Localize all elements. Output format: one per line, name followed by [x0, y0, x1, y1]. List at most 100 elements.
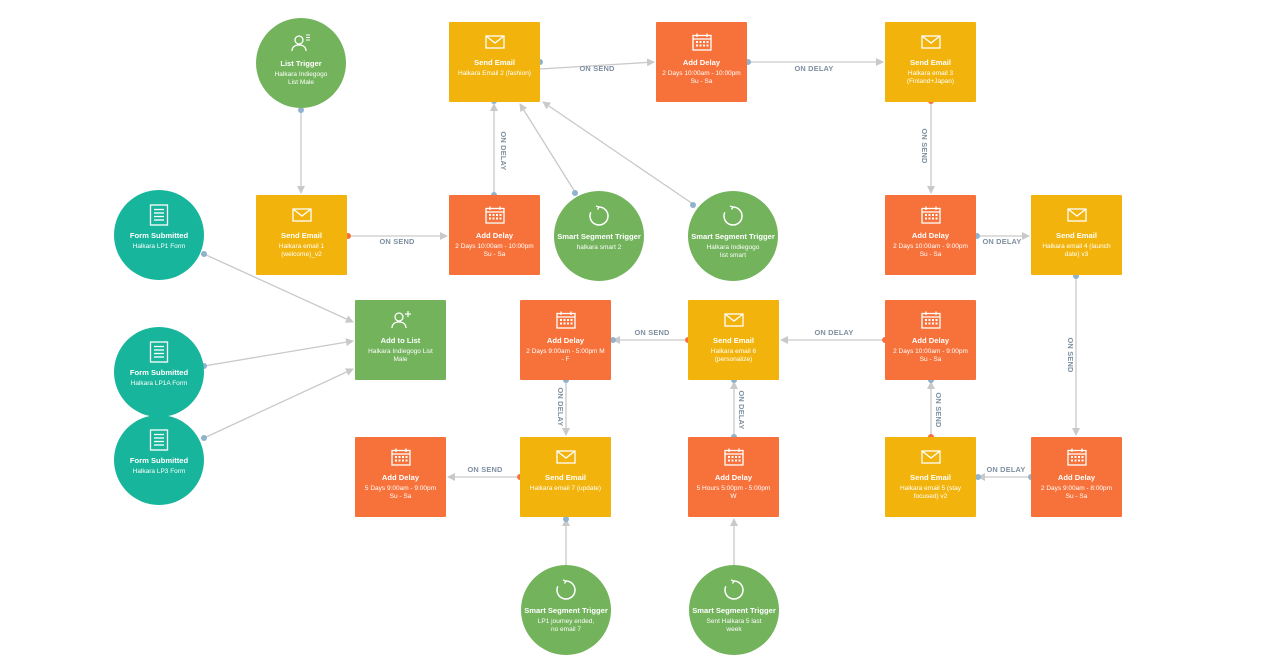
refresh-icon [722, 579, 746, 601]
connector-arrow [519, 103, 576, 193]
node-title: Send Email [1056, 231, 1097, 240]
send-email-node[interactable]: Send Email Halkara email 6 (personalize) [688, 300, 779, 380]
node-title: Form Submitted [129, 231, 189, 240]
node-subtitle: Halkara Indiegogo List Male [274, 71, 328, 87]
form-submitted-node[interactable]: Form Submitted Halkara LP1 Form [114, 190, 204, 280]
connector-port[interactable] [201, 251, 207, 257]
edge-label: ON SEND [934, 392, 943, 428]
connector-port[interactable] [690, 202, 696, 208]
node-title: Send Email [474, 58, 515, 67]
node-title: Smart Segment Trigger [692, 606, 776, 615]
smart-segment-trigger-node[interactable]: Smart Segment Trigger Halkara Indiegogo … [688, 191, 778, 281]
form-icon [147, 429, 171, 451]
node-subtitle: Halkara email 3 (Finland+Japan) [906, 70, 955, 86]
smart-segment-trigger-node[interactable]: Smart Segment Trigger halkara smart 2 [554, 191, 644, 281]
node-title: Add to List [380, 336, 421, 345]
person-list-icon [289, 32, 313, 54]
node-title: Add Delay [475, 231, 514, 240]
edge-label: ON SEND [1066, 337, 1075, 373]
edge-label: ON SEND [920, 128, 929, 164]
node-subtitle: Halkara LP3 Form [132, 468, 186, 475]
node-title: Smart Segment Trigger [691, 232, 775, 241]
calendar-icon [389, 446, 413, 468]
add-delay-node[interactable]: Add Delay 2 Days 10:00am - 9:00pm Su - S… [885, 195, 976, 275]
calendar-icon [483, 204, 507, 226]
envelope-icon [919, 446, 943, 468]
list-trigger-node[interactable]: List Trigger Halkara Indiegogo List Male [256, 18, 346, 108]
node-subtitle: Halkara Indiegogo list smart [706, 244, 760, 260]
calendar-icon [919, 309, 943, 331]
add-delay-node[interactable]: Add Delay 2 Days 9:00am - 5:00pm M - F [520, 300, 611, 380]
add-delay-node[interactable]: Add Delay 2 Days 9:00am - 8:00pm Su - Sa [1031, 437, 1122, 517]
form-submitted-node[interactable]: Form Submitted Halkara LP3 Form [114, 415, 204, 505]
node-title: Send Email [545, 473, 586, 482]
node-title: Add Delay [714, 473, 753, 482]
edge-label: ON SEND [467, 465, 503, 474]
node-subtitle: Halkara Indiegogo List Male [368, 348, 433, 364]
smart-segment-trigger-node[interactable]: Smart Segment Trigger LP1 journey ended,… [521, 565, 611, 655]
add-delay-node[interactable]: Add Delay 5 Hours 5:00pm - 5:00pm W [688, 437, 779, 517]
node-subtitle: Halkara email 1 (welcome)_v2 [278, 243, 325, 259]
node-title: Add Delay [1057, 473, 1096, 482]
send-email-node[interactable]: Send Email Halkara email 1 (welcome)_v2 [256, 195, 347, 275]
node-title: Add Delay [546, 336, 585, 345]
node-subtitle: Sent Halkara 5 last week [706, 618, 762, 634]
calendar-icon [919, 204, 943, 226]
edge-label: ON DELAY [499, 131, 508, 170]
add-to-list-node[interactable]: Add to List Halkara Indiegogo List Male [355, 300, 446, 380]
add-delay-node[interactable]: Add Delay 2 Days 10:00am - 9:00pm Su - S… [885, 300, 976, 380]
smart-segment-trigger-node[interactable]: Smart Segment Trigger Sent Halkara 5 las… [689, 565, 779, 655]
calendar-icon [690, 31, 714, 53]
edge-label: ON SEND [579, 64, 615, 73]
send-email-node[interactable]: Send Email Halkara email 3 (Finland+Japa… [885, 22, 976, 102]
node-subtitle: Halkara email 6 (personalize) [710, 348, 757, 364]
node-subtitle: Halkara email 5 (stay focused) v2 [899, 485, 962, 501]
add-delay-node[interactable]: Add Delay 2 Days 10:00am - 10:00pm Su - … [656, 22, 747, 102]
envelope-icon [1065, 204, 1089, 226]
node-subtitle: LP1 journey ended, no email 7 [537, 618, 595, 634]
node-subtitle: Halkara LP1A Form [130, 380, 188, 387]
send-email-node[interactable]: Send Email Halkara email 5 (stay focused… [885, 437, 976, 517]
envelope-icon [919, 31, 943, 53]
node-subtitle: 2 Days 10:00am - 9:00pm Su - Sa [893, 243, 968, 259]
node-subtitle: 5 Hours 5:00pm - 5:00pm W [696, 485, 771, 501]
envelope-icon [722, 309, 746, 331]
edge-label: ON DELAY [814, 328, 853, 337]
node-subtitle: 5 Days 9:00am - 9:00pm Su - Sa [364, 485, 437, 501]
edge-label: ON DELAY [986, 465, 1025, 474]
form-submitted-node[interactable]: Form Submitted Halkara LP1A Form [114, 327, 204, 417]
node-subtitle: 2 Days 10:00am - 10:00pm Su - Sa [662, 70, 741, 86]
add-delay-node[interactable]: Add Delay 5 Days 9:00am - 9:00pm Su - Sa [355, 437, 446, 517]
refresh-icon [554, 579, 578, 601]
node-subtitle: Halkara LP1 Form [132, 243, 186, 250]
node-subtitle: 2 Days 9:00am - 8:00pm Su - Sa [1040, 485, 1113, 501]
edge-label: ON DELAY [794, 64, 833, 73]
node-title: Send Email [713, 336, 754, 345]
node-subtitle: Halkara Email 2 (fashion) [458, 70, 531, 77]
calendar-icon [1065, 446, 1089, 468]
node-subtitle: 2 Days 10:00am - 10:00pm Su - Sa [455, 243, 534, 259]
node-title: Smart Segment Trigger [524, 606, 608, 615]
send-email-node[interactable]: Send Email Halkara email 7 (update) [520, 437, 611, 517]
node-title: Send Email [910, 473, 951, 482]
send-email-node[interactable]: Send Email Halkara Email 2 (fashion) [449, 22, 540, 102]
node-title: Send Email [910, 58, 951, 67]
connector-port[interactable] [201, 435, 207, 441]
envelope-icon [290, 204, 314, 226]
node-title: Add Delay [381, 473, 420, 482]
node-title: Add Delay [911, 231, 950, 240]
connector-port[interactable] [572, 190, 578, 196]
form-icon [147, 341, 171, 363]
node-subtitle: Halkara email 4 (launch date) v3 [1042, 243, 1111, 259]
node-title: Add Delay [911, 336, 950, 345]
envelope-icon [554, 446, 578, 468]
person-add-icon [389, 309, 413, 331]
add-delay-node[interactable]: Add Delay 2 Days 10:00am - 10:00pm Su - … [449, 195, 540, 275]
node-title: Send Email [281, 231, 322, 240]
send-email-node[interactable]: Send Email Halkara email 4 (launch date)… [1031, 195, 1122, 275]
refresh-icon [721, 205, 745, 227]
node-title: Smart Segment Trigger [557, 232, 641, 241]
calendar-icon [722, 446, 746, 468]
node-title: Form Submitted [129, 368, 189, 377]
